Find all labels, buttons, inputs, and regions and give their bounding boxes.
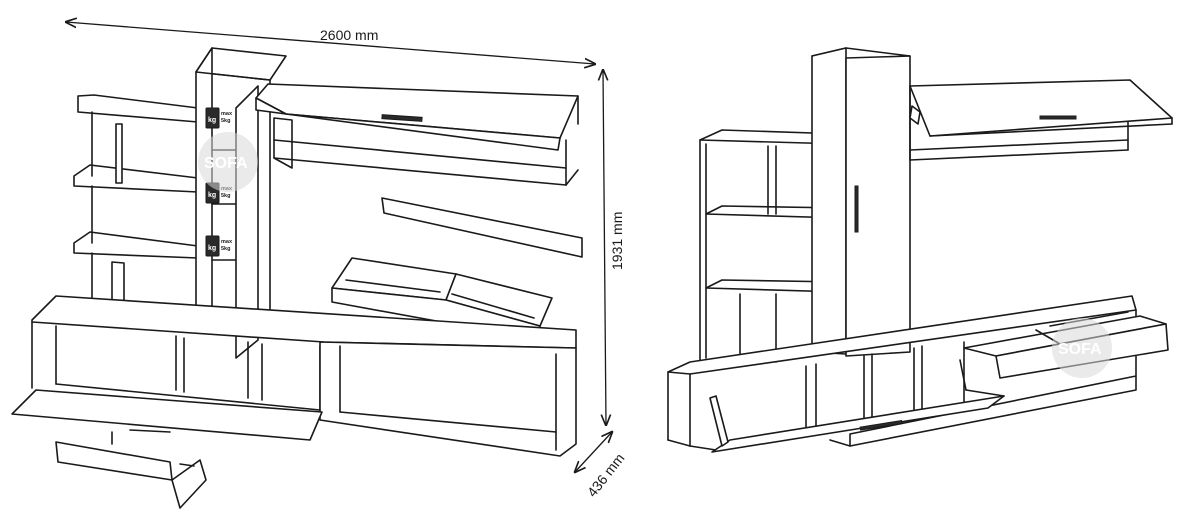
svg-text:max: max [221,239,233,245]
svg-text:SOFA: SOFA [1058,341,1102,358]
width-label: 2600 mm [320,27,378,43]
svg-text:5kg: 5kg [221,246,230,252]
svg-text:5kg: 5kg [221,118,230,124]
loose-plinth [55,441,173,481]
assembled-base-unit [667,295,1137,451]
assembled-top-cabinet [909,79,1173,161]
assembled-tall-column [811,47,911,357]
depth-label: 436 mm [584,450,628,500]
weight-badge: kg max 5kg [205,235,233,257]
weight-badge-unit: kg [208,192,216,199]
depth-dimension: 436 mm [575,432,628,500]
weight-badge-unit: kg [208,117,216,124]
svg-text:max: max [221,111,233,117]
loose-panel [381,197,583,258]
left-shelf-tower [73,94,199,321]
height-dimension: 1931 mm [603,70,625,425]
weight-badge-unit: kg [208,245,216,252]
height-label: 1931 mm [609,212,625,270]
watermark: SOFA [198,132,258,192]
watermark: SOFA [1052,318,1112,378]
width-dimension: 2600 mm [66,22,595,64]
tv-base [31,295,577,457]
svg-text:5kg: 5kg [221,193,230,199]
exploded-view: 2600 mm 1931 mm 436 mm [11,22,628,509]
fold-down-front [11,389,323,441]
assembled-fold-flap [709,359,1005,453]
assembled-view: SOFA [667,47,1173,453]
svg-text:SOFA: SOFA [204,155,248,172]
top-hanging-cabinet [255,83,579,186]
weight-badge: kg max 5kg [205,107,233,129]
loose-side-panel [171,459,207,509]
